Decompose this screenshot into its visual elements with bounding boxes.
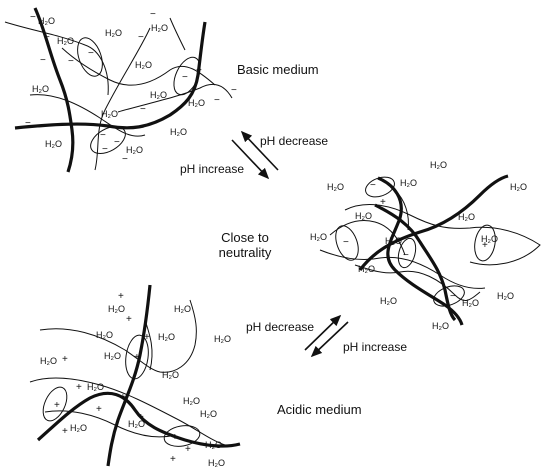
upper-ph-increase-label: pH increase: [180, 162, 244, 176]
water-label: H₂O: [327, 182, 344, 192]
negative-charge: −: [231, 85, 237, 96]
negative-charge: −: [343, 237, 349, 248]
close-to-neutrality-label: Close to neutrality: [205, 230, 285, 260]
water-label: H₂O: [183, 396, 200, 406]
positive-charge: +: [172, 432, 178, 443]
water-label: H₂O: [108, 304, 125, 314]
negative-charge: −: [68, 56, 74, 67]
water-label: H₂O: [385, 236, 402, 246]
neutral-network: [320, 173, 540, 325]
upper-ph-decrease-label: pH decrease: [260, 134, 328, 148]
negative-charge: −: [25, 118, 31, 129]
negative-charge: −: [403, 250, 409, 261]
positive-charge: +: [54, 400, 60, 411]
water-label: H₂O: [45, 139, 62, 149]
negative-charge: −: [122, 154, 128, 165]
water-label: H₂O: [432, 321, 449, 331]
negative-charge: −: [138, 32, 144, 43]
neutral-label-line1: Close to: [205, 230, 285, 245]
water-label: H₂O: [497, 291, 514, 301]
positive-charge: +: [185, 444, 191, 455]
water-label: H₂O: [200, 409, 217, 419]
negative-charge: −: [102, 144, 108, 155]
positive-charge: +: [482, 240, 488, 251]
negative-charge: −: [88, 48, 94, 59]
water-label: H₂O: [57, 36, 74, 46]
negative-charge: −: [44, 32, 50, 43]
negative-charge: −: [150, 9, 156, 20]
water-label: H₂O: [32, 84, 49, 94]
water-label: H₂O: [150, 90, 167, 100]
water-label: H₂O: [214, 334, 231, 344]
water-label: H₂O: [135, 60, 152, 70]
water-label: H₂O: [188, 98, 205, 108]
negative-charge: −: [100, 130, 106, 141]
positive-charge: +: [96, 404, 102, 415]
positive-charge: +: [62, 426, 68, 437]
negative-charge: −: [214, 95, 220, 106]
water-label: H₂O: [158, 332, 175, 342]
negative-charge: −: [450, 291, 456, 302]
water-label: H₂O: [70, 423, 87, 433]
positive-charge: +: [144, 332, 150, 343]
lower-ph-decrease-label: pH decrease: [246, 320, 314, 334]
positive-charge: +: [118, 291, 124, 302]
water-label: H₂O: [151, 23, 168, 33]
water-label: H₂O: [40, 356, 57, 366]
water-label: H₂O: [430, 160, 447, 170]
water-label: H₂O: [400, 178, 417, 188]
negative-charge: −: [114, 137, 120, 148]
positive-charge: +: [134, 352, 140, 363]
water-label: H₂O: [105, 28, 122, 38]
water-label: H₂O: [87, 382, 104, 392]
water-label: H₂O: [101, 109, 118, 119]
water-label: H₂O: [462, 298, 479, 308]
water-label: H₂O: [205, 440, 222, 450]
positive-charge: +: [120, 392, 126, 403]
water-label: H₂O: [38, 16, 55, 26]
lower-ph-increase-label: pH increase: [343, 340, 407, 354]
positive-charge: +: [126, 314, 132, 325]
positive-charge: +: [380, 197, 386, 208]
acidic-medium-label: Acidic medium: [277, 402, 362, 417]
positive-charge: +: [62, 354, 68, 365]
water-label: H₂O: [96, 330, 113, 340]
negative-charge: −: [370, 180, 376, 191]
positive-charge: +: [138, 412, 144, 423]
basic-medium-label: Basic medium: [237, 62, 319, 77]
water-label: H₂O: [458, 212, 475, 222]
water-label: H₂O: [162, 370, 179, 380]
water-label: H₂O: [104, 351, 121, 361]
negative-charge: −: [40, 55, 46, 66]
acidic-network: [30, 285, 240, 466]
water-label: H₂O: [355, 211, 372, 221]
negative-charge: −: [30, 12, 36, 23]
water-label: H₂O: [126, 145, 143, 155]
negative-charge: −: [140, 104, 146, 115]
water-label: H₂O: [358, 264, 375, 274]
positive-charge: +: [170, 454, 176, 465]
negative-charge: −: [182, 72, 188, 83]
water-label: H₂O: [510, 182, 527, 192]
water-label: H₂O: [174, 304, 191, 314]
water-label: H₂O: [170, 127, 187, 137]
water-label: H₂O: [380, 296, 397, 306]
water-label: H₂O: [208, 458, 225, 468]
positive-charge: +: [76, 382, 82, 393]
negative-charge: −: [196, 65, 202, 76]
water-label: H₂O: [310, 232, 327, 242]
neutral-label-line2: neutrality: [205, 245, 285, 260]
